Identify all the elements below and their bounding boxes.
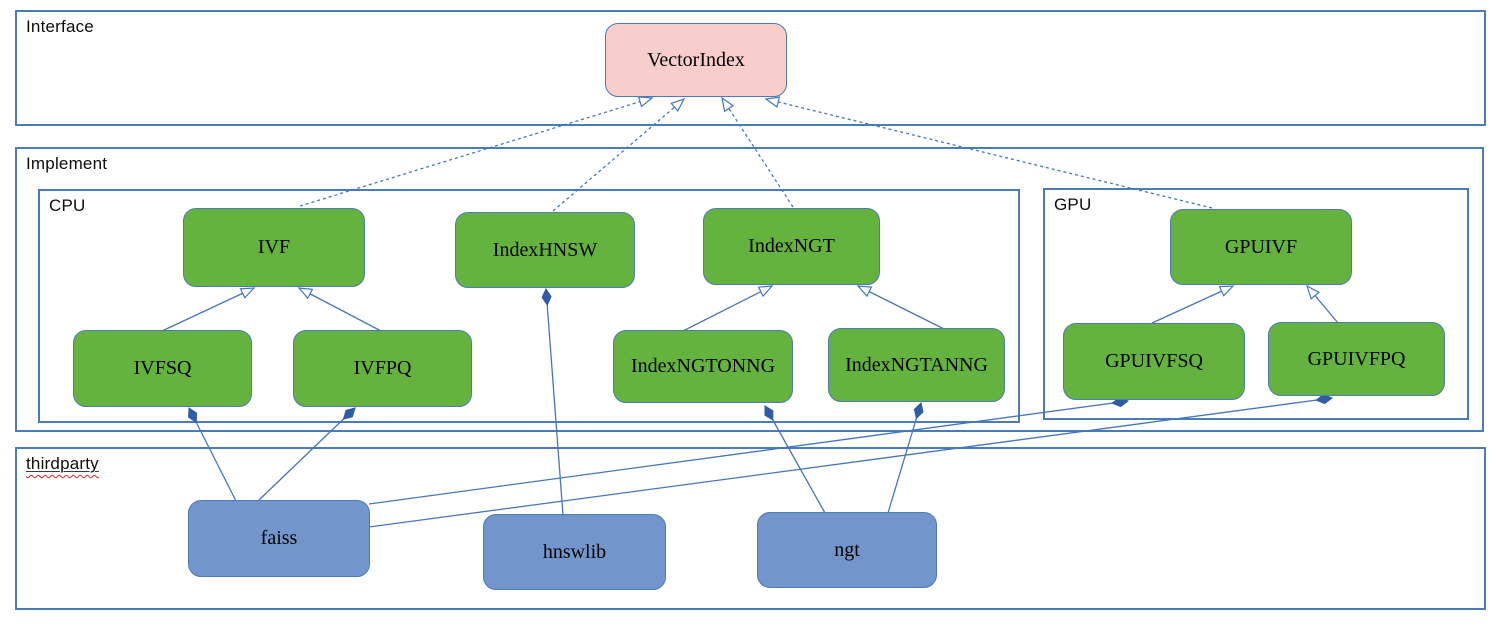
container-gpu-label: GPU <box>1054 195 1092 214</box>
node-gpuivfsq: GPUIVFSQ <box>1063 323 1245 400</box>
node-gpuivfpq: GPUIVFPQ <box>1268 322 1445 396</box>
node-ivfsq: IVFSQ <box>73 330 252 407</box>
node-indexngtanng: IndexNGTANNG <box>828 328 1005 402</box>
container-interface-label: Interface <box>26 17 94 36</box>
node-indexngt: IndexNGT <box>703 208 880 285</box>
node-gpuivf: GPUIVF <box>1170 209 1352 285</box>
node-indexhnsw: IndexHNSW <box>455 212 635 288</box>
node-vectorindex: VectorIndex <box>605 23 787 97</box>
node-faiss: faiss <box>188 500 370 577</box>
container-thirdparty-label: thirdparty <box>26 454 99 474</box>
spellcheck-underlined-text: thirdparty <box>26 454 99 473</box>
container-cpu-label: CPU <box>49 196 86 215</box>
node-hnswlib: hnswlib <box>483 514 666 590</box>
container-implement-label: Implement <box>26 154 108 173</box>
node-indexngtonng: IndexNGTONNG <box>613 330 793 403</box>
node-ngt: ngt <box>757 512 937 588</box>
node-ivfpq: IVFPQ <box>293 330 472 407</box>
node-ivf: IVF <box>183 208 365 287</box>
